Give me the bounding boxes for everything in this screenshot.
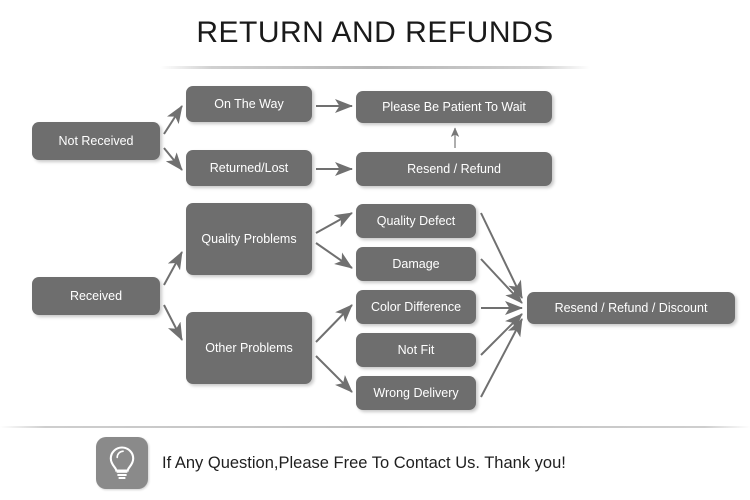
- node-color-difference[interactable]: Color Difference: [356, 290, 476, 324]
- node-quality-problems[interactable]: Quality Problems: [186, 203, 312, 275]
- edge-other-problems-wrong-delivery: [315, 355, 353, 393]
- title-divider: [160, 66, 590, 69]
- edge-not-received-on-the-way: [163, 105, 183, 135]
- edge-damage-final: [480, 258, 523, 304]
- edge-quality-defect-final: [480, 212, 523, 299]
- node-other-problems[interactable]: Other Problems: [186, 312, 312, 384]
- node-returned-lost[interactable]: Returned/Lost: [186, 150, 312, 186]
- footer-text: If Any Question,Please Free To Contact U…: [162, 453, 566, 472]
- node-not-fit[interactable]: Not Fit: [356, 333, 476, 367]
- node-not-received[interactable]: Not Received: [32, 122, 160, 160]
- node-wrong-delivery[interactable]: Wrong Delivery: [356, 376, 476, 410]
- page-title: RETURN AND REFUNDS: [196, 16, 554, 49]
- edge-received-quality-problems: [163, 251, 183, 286]
- node-on-the-way[interactable]: On The Way: [186, 86, 312, 122]
- node-damage[interactable]: Damage: [356, 247, 476, 281]
- node-quality-defect[interactable]: Quality Defect: [356, 204, 476, 238]
- footer: If Any Question,Please Free To Contact U…: [96, 437, 566, 489]
- edge-quality-problems-damage: [315, 242, 353, 269]
- node-resend-refund-discount[interactable]: Resend / Refund / Discount: [527, 292, 735, 324]
- edge-quality-problems-quality-defect: [315, 212, 353, 234]
- edge-not-received-returned-lost: [163, 147, 183, 171]
- node-resend-refund[interactable]: Resend / Refund: [356, 152, 552, 186]
- lightbulb-icon: [96, 437, 148, 489]
- edge-received-other-problems: [163, 304, 183, 341]
- edge-other-problems-color-difference: [315, 304, 353, 343]
- edge-wrong-delivery-final: [480, 318, 523, 398]
- footer-divider: [0, 426, 750, 428]
- node-received[interactable]: Received: [32, 277, 160, 315]
- edge-not-fit-final: [480, 313, 523, 356]
- node-please-be-patient-to-wait[interactable]: Please Be Patient To Wait: [356, 91, 552, 123]
